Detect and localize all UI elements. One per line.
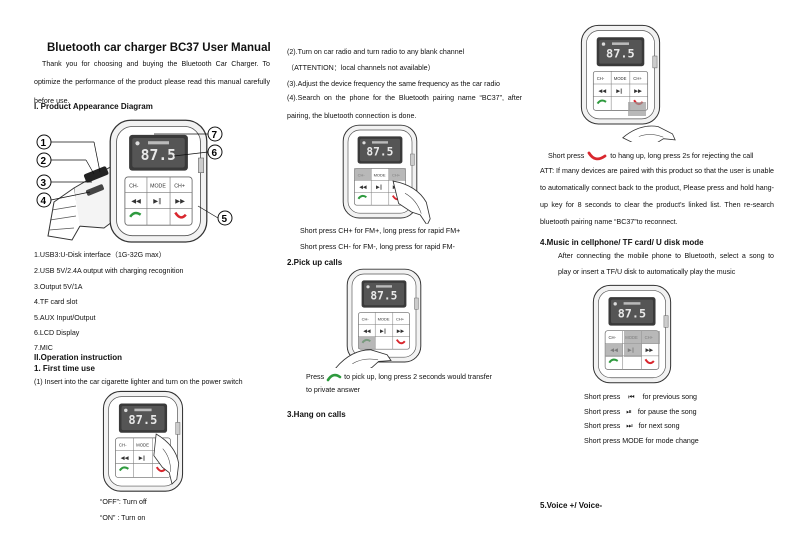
mode-change-line: Short press MODE for mode change	[584, 437, 699, 445]
music-description: After connecting the mobile phone to Blu…	[558, 252, 774, 276]
feature-item-2: 2.USB 5V/2.4A output with charging recog…	[34, 267, 184, 275]
first-time-use-heading: 1. First time use	[34, 364, 95, 373]
prev-press-desc: for previous song	[642, 393, 697, 401]
next-press-desc: for next song	[638, 422, 680, 430]
next-track-icon: ⏭	[626, 422, 633, 430]
hangup-press-label: Short press	[548, 151, 585, 160]
feature-item-5: 5.AUX Input/Output	[34, 314, 96, 322]
next-press-label: Short press	[584, 422, 621, 430]
pause-press-desc: for pause the song	[637, 408, 697, 416]
section1-heading: I. Product Appearance Diagram	[34, 102, 153, 111]
device-ch-buttons-illustration	[340, 122, 460, 224]
device-pickup-illustration	[328, 266, 448, 368]
pickup-heading: 2.Pick up calls	[287, 258, 343, 267]
step1-text: (1) Insert into the car cigarette lighte…	[34, 378, 243, 386]
play-pause-icon: ⏯	[626, 408, 632, 416]
feature-item-3: 3.Output 5V/1A	[34, 283, 83, 291]
next-song-line: Short press ⏭ for next song	[584, 422, 680, 431]
device-power-switch-illustration	[100, 388, 212, 498]
att-paragraph: ATT: If many devices are paired with thi…	[540, 167, 774, 226]
hangup-press-desc: to hang up, long press 2s for rejecting …	[610, 151, 754, 160]
ch-minus-text: Short press CH- for FM-, long press for …	[300, 243, 455, 251]
device-music-illustration	[590, 282, 700, 388]
svg-text:1: 1	[41, 138, 47, 149]
pickup-line2: to private answer	[306, 386, 361, 394]
pause-press-label: Short press	[584, 408, 621, 416]
feature-item-1: 1.USB3:U-Disk interface（1G-32G max）	[34, 251, 166, 259]
svg-text:6: 6	[212, 148, 218, 159]
previous-track-icon: ⏮	[628, 393, 635, 401]
product-diagram: 1 2 3 4 7 6 5	[34, 118, 284, 246]
pickup-press-desc: to pick up, long press 2 seconds would t…	[344, 372, 492, 381]
step3-text: (3).Adjust the device frequency the same…	[287, 80, 500, 88]
svg-text:2: 2	[41, 156, 47, 167]
step2-text: (2).Turn on car radio and turn radio to …	[287, 48, 465, 56]
feature-item-6: 6.LCD Display	[34, 329, 80, 337]
pause-song-line: Short press ⏯ for pause the song	[584, 408, 697, 417]
svg-text:3: 3	[41, 178, 47, 189]
pickup-line1: Press to pick up, long press 2 seconds w…	[306, 372, 492, 382]
step4-text: (4).Search on the phone for the Bluetoot…	[287, 94, 522, 121]
intro-paragraph: Thank you for choosing and buying the Bl…	[34, 60, 270, 105]
prev-song-line: Short press ⏮ for previous song	[584, 393, 697, 402]
page-title: Bluetooth car charger BC37 User Manual	[47, 42, 271, 54]
svg-text:4: 4	[41, 196, 47, 207]
hangup-heading: 3.Hang on calls	[287, 410, 346, 419]
svg-text:5: 5	[222, 214, 228, 225]
hangup-line: Short press to hang up, long press 2s fo…	[548, 150, 753, 162]
feature-item-7: 7.MIC	[34, 344, 53, 352]
attention-text: （ATTENTION：local channels not available）	[287, 64, 435, 72]
music-heading: 4.Music in cellphone/ TF card/ U disk mo…	[540, 238, 704, 247]
on-label: “ON” : Turn on	[100, 514, 146, 522]
off-label: “OFF”: Turn off	[100, 498, 147, 506]
green-phone-icon	[326, 373, 342, 382]
red-phone-icon	[587, 151, 607, 161]
svg-text:7: 7	[212, 130, 218, 141]
feature-item-4: 4.TF card slot	[34, 298, 78, 306]
prev-press-label: Short press	[584, 393, 621, 401]
ch-plus-text: Short press CH+ for FM+, long press for …	[300, 227, 461, 235]
device-hangup-illustration	[578, 22, 678, 142]
pickup-press-label: Press	[306, 372, 325, 381]
voice-heading: 5.Voice +/ Voice-	[540, 501, 603, 510]
section2-heading: II.Operation instruction	[34, 353, 123, 362]
